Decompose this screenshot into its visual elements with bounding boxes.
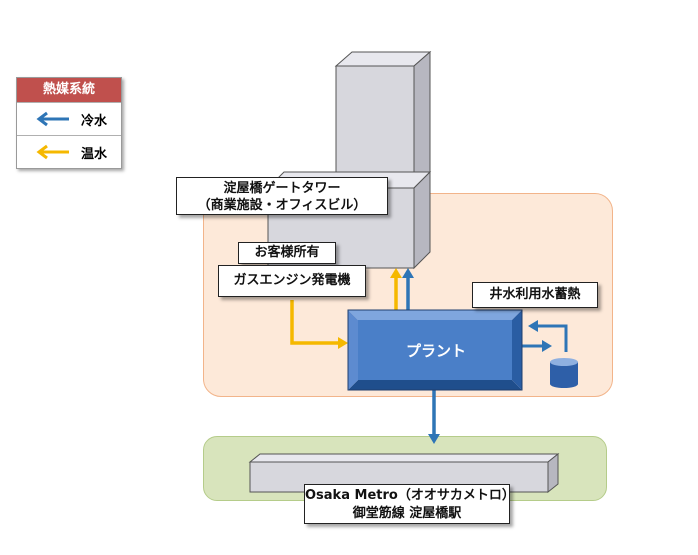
station-name: 御堂筋線 淀屋橋駅 xyxy=(352,506,462,521)
plant-box xyxy=(347,309,523,391)
station-operator: Osaka Metro（オオサカメトロ） xyxy=(305,488,515,503)
tower-label: 淀屋橋ゲートタワー （商業施設・オフィスビル） xyxy=(176,177,388,215)
cold-pipe-storage-loop xyxy=(520,320,568,352)
storage-tank-icon xyxy=(550,358,578,388)
generator-label: ガスエンジン発電機 xyxy=(218,265,366,297)
legend-row-warm: 温水 xyxy=(17,135,121,168)
warm-arrow-icon xyxy=(36,144,69,160)
tower-upper xyxy=(334,50,432,190)
plant: プラント xyxy=(352,312,520,388)
legend: 熱媒系統 冷水 温水 xyxy=(16,77,122,169)
legend-label-warm: 温水 xyxy=(81,147,108,162)
warm-pipe-plant-to-tower xyxy=(390,268,402,312)
legend-row-cold: 冷水 xyxy=(17,102,121,135)
station-label: Osaka Metro（オオサカメトロ） 御堂筋線 淀屋橋駅 xyxy=(304,484,515,524)
cold-pipe-plant-to-tower xyxy=(402,268,414,312)
plant-label: プラント xyxy=(405,341,466,360)
warm-pipe-generator-to-plant xyxy=(290,300,348,349)
tower-description: （商業施設・オフィスビル） xyxy=(197,198,367,213)
owner-label: お客様所有 xyxy=(238,242,336,264)
legend-label-cold: 冷水 xyxy=(81,114,108,129)
well-storage-label: 井水利用水蓄熱 xyxy=(472,282,598,308)
tower-name: 淀屋橋ゲートタワー xyxy=(223,181,341,196)
cold-pipe-plant-to-station xyxy=(428,388,440,444)
cold-arrow-icon xyxy=(36,111,69,127)
legend-title: 熱媒系統 xyxy=(17,78,121,102)
